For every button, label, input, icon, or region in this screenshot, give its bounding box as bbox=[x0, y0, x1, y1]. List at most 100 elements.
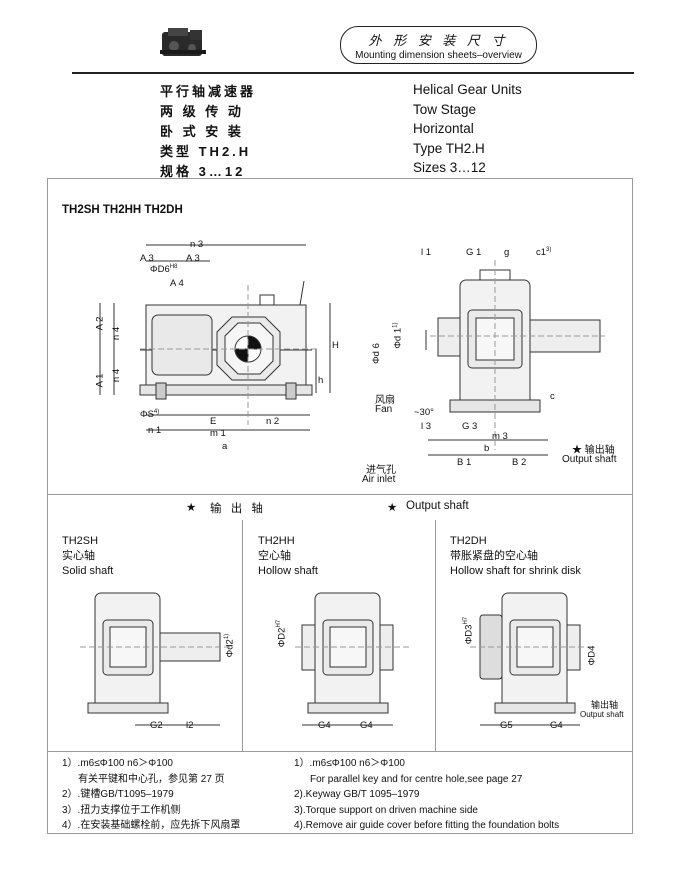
title-badge: 外 形 安 装 尺 寸 Mounting dimension sheets–ov… bbox=[340, 26, 537, 64]
drawing-frame bbox=[47, 178, 633, 834]
dim-b: b bbox=[484, 443, 490, 454]
output-shaft-heading-en: Output shaft bbox=[406, 500, 469, 512]
dim-H: H bbox=[332, 340, 339, 351]
specs-cn: 平行轴减速器 两 级 传 动 卧 式 安 装 类型 TH2.H 规格 3…12 bbox=[160, 82, 256, 182]
output-shaft-en: Output shaft bbox=[580, 710, 624, 719]
dim-c1: c13) bbox=[536, 247, 552, 259]
dim-l2: l2 bbox=[186, 720, 194, 731]
dim-A3: A 3 bbox=[140, 253, 154, 264]
dim-E: E bbox=[210, 416, 217, 427]
output-shaft-cn: ★ 输出轴 bbox=[572, 445, 615, 456]
spec-cn-line: 平行轴减速器 bbox=[160, 84, 257, 99]
specs-en: Helical Gear Units Tow Stage Horizontal … bbox=[413, 80, 522, 178]
fan-label-cn: 风扇 bbox=[375, 395, 395, 406]
dim-d1: Φd 11) bbox=[392, 322, 404, 349]
spec-en-line: Helical Gear Units bbox=[413, 82, 522, 97]
variant-code: TH2DH bbox=[450, 535, 487, 547]
divider bbox=[47, 494, 632, 495]
note-line: 2）.键槽GB/T1095–1979 bbox=[62, 789, 174, 800]
dim-D2: ΦD2H7 bbox=[276, 619, 288, 648]
dim-G4: G4 bbox=[318, 720, 331, 731]
dim-m3: m 3 bbox=[492, 431, 508, 442]
dim-n2: n 2 bbox=[266, 416, 280, 427]
dim-m1: m 1 bbox=[210, 428, 226, 439]
spec-cn-line: 规格 3…12 bbox=[160, 164, 246, 179]
air-inlet-en: Air inlet bbox=[362, 474, 396, 485]
dim-c: c bbox=[550, 391, 555, 402]
output-shaft-heading-cn: 输 出 轴 bbox=[210, 503, 266, 515]
output-shaft-en: Output shaft bbox=[562, 454, 617, 465]
dim-n4: n 4 bbox=[111, 368, 123, 383]
variant-code: TH2HH bbox=[258, 535, 295, 547]
dim-h: h bbox=[318, 375, 324, 386]
divider bbox=[242, 520, 243, 751]
fan-label-en: Fan bbox=[375, 404, 393, 415]
dim-g: g bbox=[504, 247, 510, 258]
note-line: For parallel key and for centre hole,see… bbox=[310, 773, 523, 785]
divider bbox=[435, 520, 436, 751]
types-label: TH2SH TH2HH TH2DH bbox=[62, 204, 183, 216]
dim-A2: A 2 bbox=[94, 316, 106, 331]
note-line: 有关平键和中心孔，参见第 27 页 bbox=[78, 773, 225, 785]
solid-shaft-drawing bbox=[80, 592, 230, 726]
spec-en-line: Sizes 3…12 bbox=[413, 160, 486, 175]
dim-d6: Φd 6 bbox=[370, 343, 382, 364]
note-line: 1）.m6≤Φ100 n6＞Φ100 bbox=[294, 758, 405, 769]
star-marker: ★ bbox=[186, 502, 197, 514]
variant-cn: 带胀紧盘的空心轴 bbox=[450, 550, 538, 562]
note-line: 4）.在安装基础螺栓前，应先拆下风扇罩 bbox=[62, 820, 241, 831]
dim-G2: G2 bbox=[150, 720, 163, 731]
gear-unit-photo bbox=[160, 28, 206, 56]
note-line: 1）.m6≤Φ100 n6＞Φ100 bbox=[62, 758, 173, 769]
variant-en: Hollow shaft bbox=[258, 565, 318, 577]
title-cn: 外 形 安 装 尺 寸 bbox=[368, 33, 509, 48]
variant-cn: 空心轴 bbox=[258, 550, 291, 562]
variant-cn: 实心轴 bbox=[62, 550, 95, 562]
side-view-drawing bbox=[425, 260, 605, 456]
hollow-shaft-drawing bbox=[295, 592, 410, 726]
dim-G5: G5 bbox=[500, 720, 513, 731]
spec-cn-line: 两 级 传 动 bbox=[160, 104, 244, 119]
dim-G3: G 3 bbox=[462, 421, 478, 432]
spec-cn-line: 卧 式 安 装 bbox=[160, 124, 244, 139]
star-marker: ★ bbox=[387, 502, 398, 514]
variant-shrink: TH2DH 带胀紧盘的空心轴 Hollow shaft for shrink d… bbox=[450, 534, 581, 579]
dim-A1: A 1 bbox=[94, 373, 106, 388]
variant-en: Hollow shaft for shrink disk bbox=[450, 565, 581, 577]
spec-en-line: Type TH2.H bbox=[413, 140, 485, 156]
dim-n4: n 4 bbox=[111, 326, 123, 341]
divider bbox=[47, 751, 632, 752]
spec-cn-line: 类型 TH2.H bbox=[160, 144, 252, 159]
notes-en: 1）.m6≤Φ100 n6＞Φ100 For parallel key and … bbox=[294, 756, 559, 834]
dim-n1: n 1 bbox=[148, 425, 162, 436]
note-line: 2).Keyway GB/T 1095–1979 bbox=[294, 789, 420, 800]
dim-angle: ~30° bbox=[414, 407, 434, 418]
air-inlet-cn: 进气孔 bbox=[366, 465, 396, 476]
variant-hollow: TH2HH 空心轴 Hollow shaft bbox=[258, 534, 318, 579]
dim-D3: ΦD3H7 bbox=[463, 616, 475, 645]
spec-en-line: Tow Stage bbox=[413, 101, 477, 117]
note-line: 4).Remove air guide cover before fitting… bbox=[294, 820, 560, 831]
dim-D4: ΦD4 bbox=[586, 645, 598, 666]
dim-A4: A 4 bbox=[170, 278, 184, 289]
variant-solid: TH2SH 实心轴 Solid shaft bbox=[62, 534, 113, 579]
dim-n3: n 3 bbox=[190, 239, 204, 250]
notes-cn: 1）.m6≤Φ100 n6＞Φ100 有关平键和中心孔，参见第 27 页 2）.… bbox=[62, 756, 240, 834]
output-shaft-cn: 输出轴 bbox=[591, 700, 619, 710]
note-line: 3).Torque support on driven machine side bbox=[294, 804, 478, 816]
dim-S: ΦS4) bbox=[140, 409, 160, 421]
variant-en: Solid shaft bbox=[62, 565, 114, 577]
dim-G4: G4 bbox=[360, 720, 373, 731]
dim-l3: l 3 bbox=[421, 421, 432, 432]
front-view-drawing bbox=[99, 244, 331, 431]
dim-d2: Φd21) bbox=[224, 633, 236, 658]
note-line: 3）.扭力支撑位于工作机侧 bbox=[62, 804, 181, 816]
dim-a: a bbox=[222, 441, 228, 452]
variant-code: TH2SH bbox=[62, 535, 99, 547]
dim-B1: B 1 bbox=[457, 457, 472, 468]
dim-G4: G4 bbox=[550, 720, 563, 731]
spec-en-line: Horizontal bbox=[413, 121, 474, 136]
title-en: Mounting dimension sheets–overview bbox=[355, 50, 522, 61]
header-rule bbox=[72, 72, 634, 74]
dim-D6: ΦD6H8 bbox=[150, 264, 178, 276]
